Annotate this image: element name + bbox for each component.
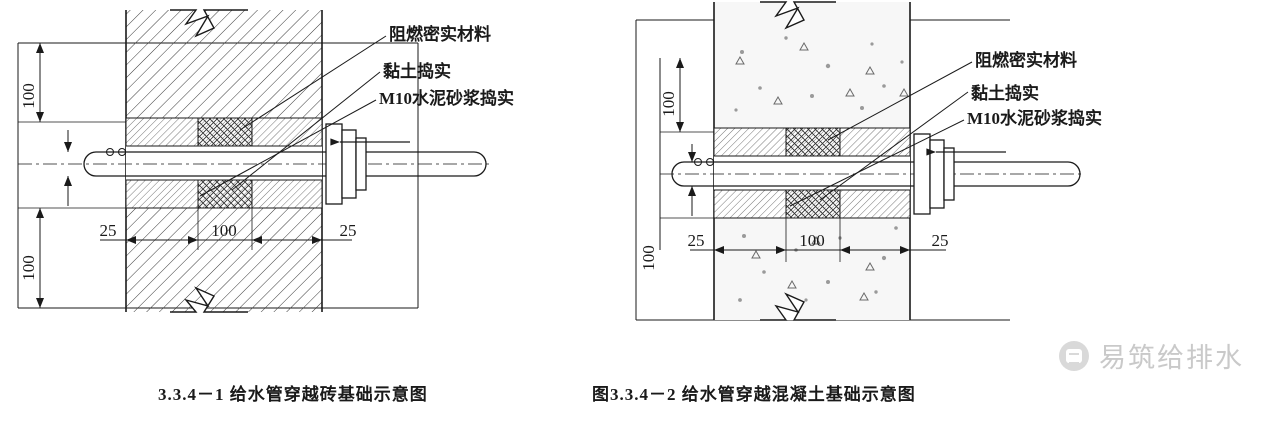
left-horizontal-dimensions: 25 100 25	[100, 208, 357, 250]
left-label-3-text: M10水泥砂浆捣实	[379, 88, 514, 108]
svg-text:25: 25	[340, 221, 357, 240]
svg-text:100: 100	[19, 83, 38, 109]
concrete-triangles	[735, 41, 909, 301]
svg-text:25: 25	[688, 231, 705, 250]
watermark-text: 易筑给排水	[1099, 343, 1244, 373]
figure-right-caption: 图3.3.4－2 给水管穿越混凝土基础示意图	[592, 385, 916, 404]
figure-left-caption: 3.3.4－1 给水管穿越砖基础示意图	[158, 385, 428, 404]
right-dim-top-100: 100	[659, 58, 714, 250]
left-dim-top-100: 100	[18, 43, 126, 123]
circular-logo-icon	[1059, 340, 1089, 371]
figure-right: 100 100 25	[635, 1, 1102, 321]
pipe-flange-right	[913, 133, 955, 215]
sleeve-opening-right	[713, 127, 911, 219]
sleeve-opening-left	[125, 117, 323, 209]
svg-text:100: 100	[659, 91, 678, 117]
svg-text:100: 100	[19, 255, 38, 281]
left-leader-lines	[199, 35, 387, 197]
left-dim-bottom-100: 100	[18, 207, 126, 308]
pipe-flange-left	[325, 123, 367, 205]
right-label-3-text: M10水泥砂浆捣实	[967, 108, 1102, 128]
left-label-2-text: 黏土捣实	[383, 61, 451, 81]
right-label-2-text: 黏土捣实	[971, 83, 1039, 103]
watermark: 易筑给排水	[1059, 336, 1244, 375]
right-horizontal-dimensions: 25 100 25	[688, 218, 949, 262]
figure-left: 100 100	[17, 9, 514, 313]
svg-text:100: 100	[639, 245, 658, 271]
water-supply-pipe-left	[18, 148, 490, 177]
right-label-1-text: 阻燃密实材料	[975, 50, 1077, 70]
water-supply-pipe-right	[660, 158, 1082, 187]
left-label-1-text: 阻燃密实材料	[389, 24, 491, 44]
svg-text:100: 100	[211, 221, 237, 240]
right-dim-bottom-100: 100	[639, 217, 714, 271]
svg-text:25: 25	[932, 231, 949, 250]
svg-text:100: 100	[799, 231, 825, 250]
svg-text:25: 25	[100, 221, 117, 240]
concrete-aggregate	[734, 36, 904, 302]
right-leader-lines	[789, 61, 973, 207]
